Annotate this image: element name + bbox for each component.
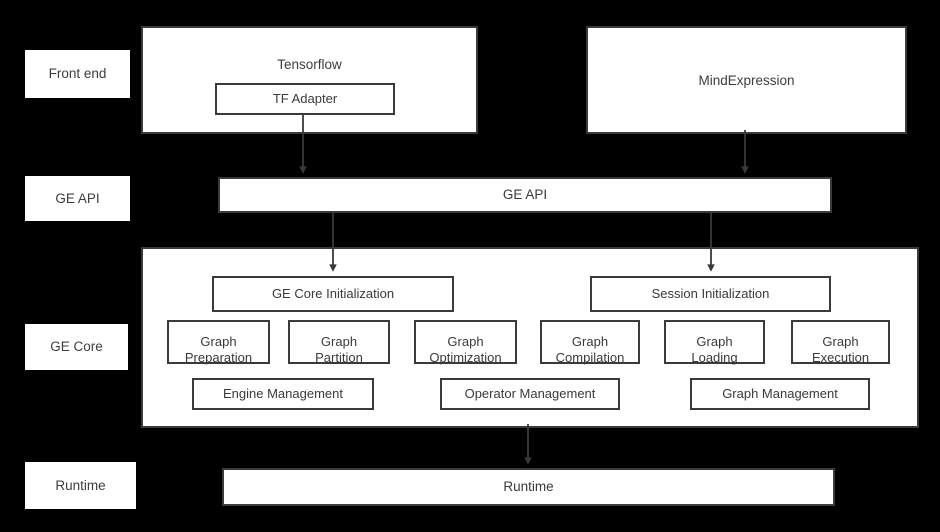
ge-core-container: GE Core Initialization Session Initializ…	[141, 247, 919, 428]
ge-core-initialization-box[interactable]: GE Core Initialization	[212, 276, 454, 312]
runtime-bar[interactable]: Runtime	[222, 468, 835, 506]
mindexpression-title: MindExpression	[698, 73, 795, 88]
manager-engine-management-label: Engine Management	[223, 386, 343, 402]
ge-core-initialization-label: GE Core Initialization	[271, 286, 395, 302]
session-initialization-label: Session Initialization	[651, 286, 770, 302]
session-initialization-box[interactable]: Session Initialization	[590, 276, 831, 312]
manager-operator-management-label: Operator Management	[464, 386, 596, 402]
manager-engine-management[interactable]: Engine Management	[192, 378, 374, 410]
ge-api-bar[interactable]: GE API	[218, 177, 832, 213]
layer-label-front-end: Front end	[25, 50, 130, 98]
layer-label-ge-core: GE Core	[25, 324, 128, 370]
tf-adapter-label: TF Adapter	[272, 91, 338, 107]
tensorflow-frame: Tensorflow TF Adapter	[141, 26, 478, 134]
manager-graph-management[interactable]: Graph Management	[690, 378, 870, 410]
manager-graph-management-label: Graph Management	[722, 386, 838, 402]
mindexpression-frame: MindExpression	[586, 26, 907, 134]
layer-label-runtime-text: Runtime	[55, 477, 106, 493]
tensorflow-title: Tensorflow	[277, 57, 342, 72]
runtime-bar-label: Runtime	[503, 479, 554, 495]
layer-label-front-end-text: Front end	[48, 66, 107, 82]
layer-label-ge-api: GE API	[25, 176, 130, 221]
tf-adapter-box[interactable]: TF Adapter	[215, 83, 395, 115]
layer-label-ge-api-text: GE API	[55, 190, 100, 206]
ge-api-bar-label: GE API	[502, 187, 548, 203]
layer-label-runtime: Runtime	[25, 462, 136, 509]
layer-label-ge-core-text: GE Core	[50, 339, 103, 355]
manager-operator-management[interactable]: Operator Management	[440, 378, 620, 410]
